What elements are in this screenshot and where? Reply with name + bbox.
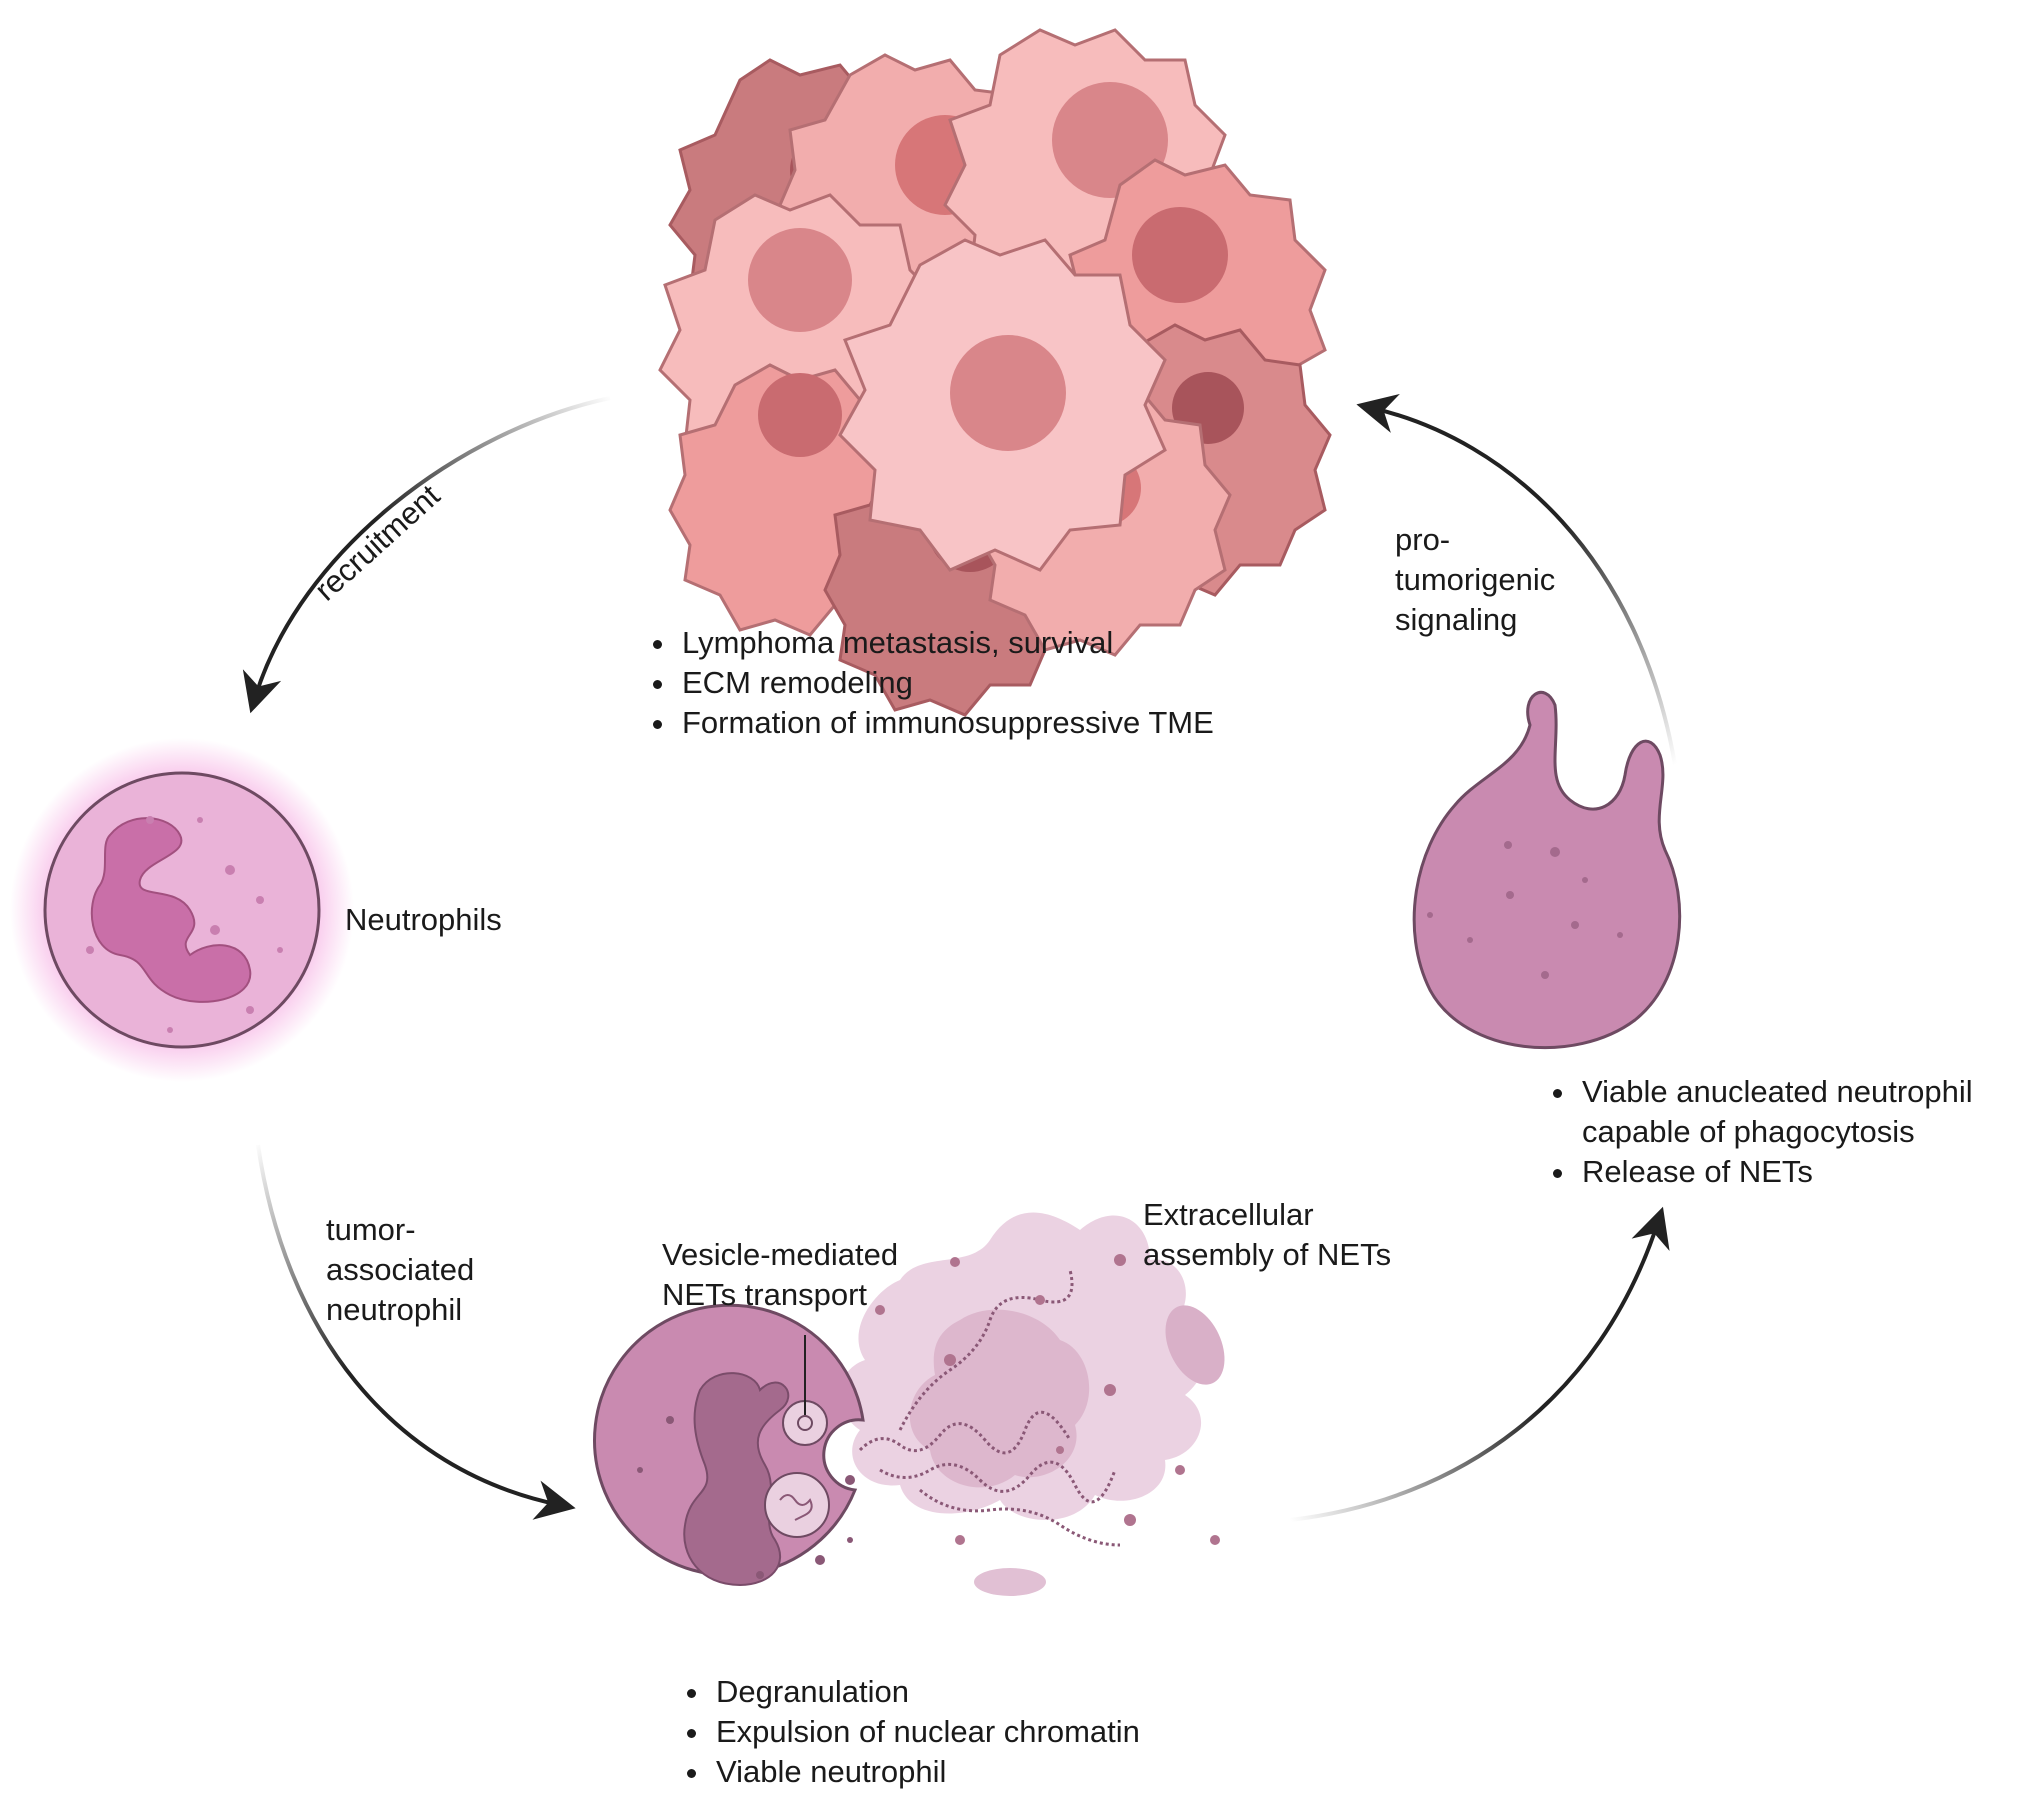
vesicle-transport-label: Vesicle-mediated NETs transport <box>662 1235 898 1315</box>
pro-tumorigenic-arrow <box>1356 393 1677 766</box>
anucleated-effects-list: Viable anucleated neutrophil capable of … <box>1536 1072 2031 1192</box>
tumor-effect-item: ECM remodeling <box>678 663 1214 703</box>
extracellular-assembly-line: Extracellular <box>1143 1197 1314 1232</box>
tumor-associated-label: tumor- associated neutrophil <box>326 1210 474 1330</box>
tumor-associated-line: tumor- <box>326 1212 416 1247</box>
vesicle <box>764 1472 830 1538</box>
extracellular-assembly-label: Extracellular assembly of NETs <box>1143 1195 1391 1275</box>
net-cell-effects-list: Degranulation Expulsion of nuclear chrom… <box>670 1672 1140 1792</box>
anucleated-effect-item: Release of NETs <box>1578 1152 2031 1192</box>
anucleated-effect-item: Viable anucleated neutrophil capable of … <box>1578 1072 2031 1152</box>
release-arrow <box>1289 1206 1670 1522</box>
vesicle-transport-line: Vesicle-mediated <box>662 1237 899 1272</box>
neutrophil-cell <box>10 738 354 1082</box>
pro-tumorigenic-line: tumorigenic <box>1395 562 1556 597</box>
neutrophils-label: Neutrophils <box>345 902 502 937</box>
tumor-associated-arrow <box>256 1144 576 1520</box>
tumor-cell-cluster <box>658 28 1332 717</box>
tumor-associated-line: neutrophil <box>326 1292 463 1327</box>
extracellular-assembly-line: assembly of NETs <box>1143 1237 1392 1272</box>
anucleated-neutrophil <box>1412 691 1682 1050</box>
pro-tumorigenic-line: pro- <box>1395 522 1451 557</box>
tumor-effect-item: Formation of immunosuppressive TME <box>678 703 1214 743</box>
net-cell-effect-item: Expulsion of nuclear chromatin <box>712 1712 1140 1752</box>
tumor-cell <box>838 238 1167 572</box>
tumor-effect-item: Lymphoma metastasis, survival <box>678 623 1214 663</box>
tumor-effects-list: Lymphoma metastasis, survival ECM remode… <box>636 623 1214 743</box>
recruitment-arrow <box>242 396 611 714</box>
tumor-associated-line: associated <box>326 1252 475 1287</box>
pro-tumorigenic-line: signaling <box>1395 602 1518 637</box>
net-cell-effect-item: Degranulation <box>712 1672 1140 1712</box>
net-cell-effect-item: Viable neutrophil <box>712 1752 1140 1792</box>
net-forming-neutrophil <box>593 1303 865 1587</box>
vesicle-transport-line: NETs transport <box>662 1277 868 1312</box>
net-cloud <box>839 1212 1225 1596</box>
pro-tumorigenic-label: pro- tumorigenic signaling <box>1395 520 1555 640</box>
